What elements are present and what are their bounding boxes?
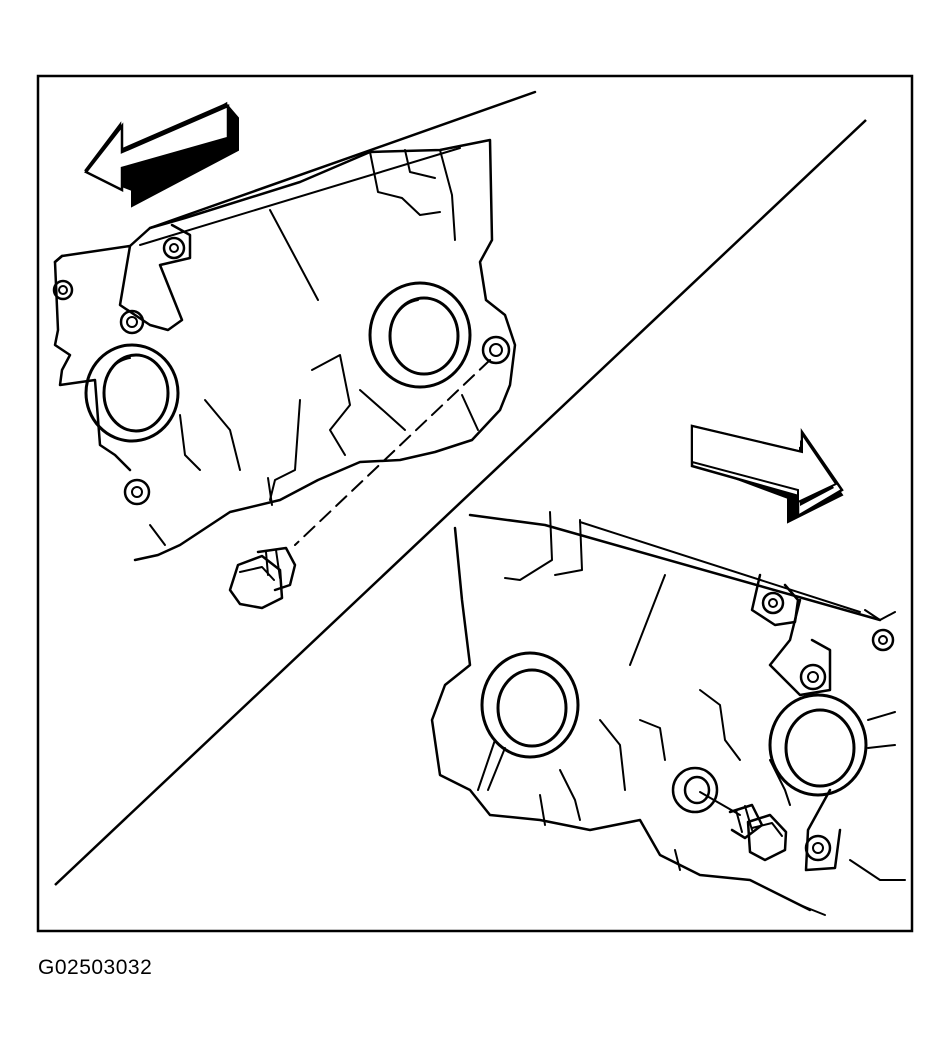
view-divider-line (54, 119, 867, 886)
diagram-frame (36, 74, 914, 933)
arrow-left-icon (84, 101, 239, 208)
drain-plug-icon (228, 546, 297, 610)
drain-plug-icon (728, 803, 788, 862)
lower-right-view (430, 424, 906, 916)
figure-code-label: G02503032 (38, 956, 153, 979)
upper-left-view (52, 90, 537, 610)
head-outline-upper (53, 138, 517, 562)
arrow-right-icon (690, 424, 844, 524)
